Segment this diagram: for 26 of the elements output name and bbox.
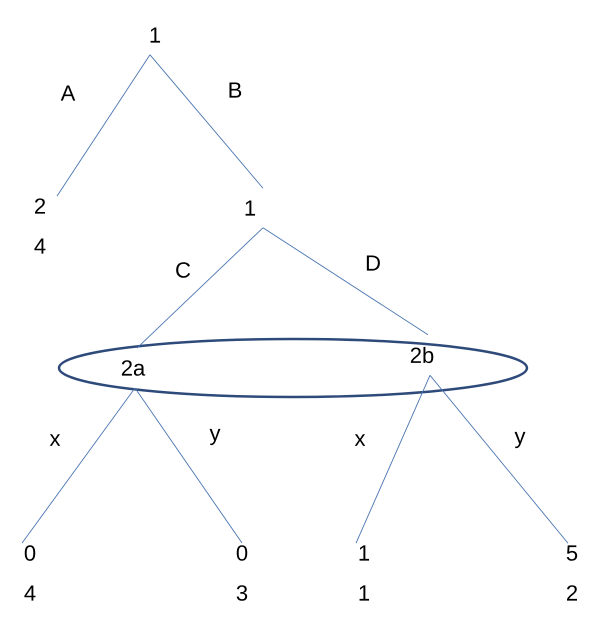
information-set-ellipse [58, 338, 528, 398]
branch-label: x [354, 434, 366, 446]
tree-branch [56, 54, 150, 197]
payoff-label: 2 4 [34, 198, 46, 254]
payoff-label: 5 2 [566, 545, 578, 601]
tree-branch [430, 374, 568, 544]
player-label: 1 [150, 27, 160, 43]
branch-label: y [210, 428, 220, 446]
payoff-label: 0 4 [24, 545, 36, 601]
player-label: 2b [410, 346, 434, 364]
tree-branch [150, 54, 264, 189]
branch-label: B [229, 82, 242, 98]
player-label: 2a [122, 360, 146, 376]
tree-branch [262, 227, 428, 336]
branch-label: A [60, 85, 76, 101]
tree-branch [134, 388, 242, 544]
tree-branch [356, 374, 430, 544]
branch-label: y [514, 432, 526, 448]
player-label: 1 [246, 200, 256, 216]
branch-label: C [176, 262, 190, 278]
payoff-label: 1 1 [360, 545, 370, 601]
tree-branch [22, 388, 136, 544]
tree-branch [136, 227, 264, 348]
branch-label: x [50, 434, 60, 446]
payoff-label: 0 3 [236, 545, 248, 601]
branch-label: D [366, 255, 380, 271]
